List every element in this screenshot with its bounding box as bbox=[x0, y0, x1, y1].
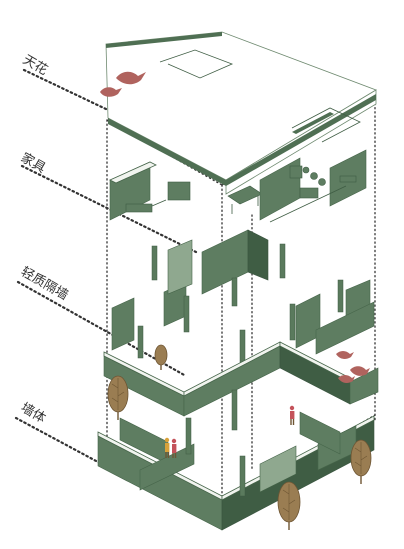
ceiling-plane-main bbox=[105, 31, 377, 181]
wall-pillar-c bbox=[231, 389, 238, 431]
layer-label-ceiling: 天花 bbox=[20, 52, 51, 79]
partition-pillar-g bbox=[137, 325, 144, 359]
partition-panel-back-a bbox=[167, 239, 193, 295]
furniture-table-right-a bbox=[299, 187, 319, 199]
wall-lower-inner-e bbox=[299, 411, 341, 455]
furniture-base-line bbox=[269, 185, 347, 223]
walls-layer bbox=[97, 301, 379, 531]
ceiling-layer bbox=[105, 31, 377, 195]
partition-panel-center-dark bbox=[247, 229, 269, 281]
bird-icon-right-b bbox=[350, 366, 370, 376]
tree-icon-small-center bbox=[154, 344, 168, 370]
wall-lower-inner-c bbox=[259, 445, 297, 493]
partition-pillar-d bbox=[279, 243, 286, 279]
partition-pillar-h bbox=[239, 329, 246, 365]
wall-upper-back-right bbox=[315, 301, 375, 355]
furniture-cabinet-left-top bbox=[109, 161, 157, 184]
ceiling-edge-front-right bbox=[226, 94, 376, 186]
ceiling-strip-right bbox=[292, 112, 334, 134]
furniture-stool-b bbox=[318, 178, 326, 186]
wall-upper-far-right bbox=[349, 367, 379, 405]
layer-label-partition: 轻质隔墙 bbox=[18, 264, 71, 303]
partition-panel-left-a bbox=[111, 297, 135, 351]
person-icon-couple bbox=[164, 437, 177, 458]
bird-icon-ceiling-a bbox=[116, 71, 146, 85]
bird-icon-group-right bbox=[336, 351, 370, 383]
wall-pillar-a bbox=[239, 455, 246, 497]
partition-pillar-c bbox=[231, 277, 238, 307]
ceiling-edge-back bbox=[106, 32, 222, 48]
wall-pillar-b bbox=[185, 417, 192, 455]
tree-icon-right bbox=[350, 439, 372, 484]
person-icon bbox=[164, 405, 295, 458]
furniture-chair-left bbox=[151, 199, 167, 207]
tree-icon-upper-left bbox=[107, 375, 129, 420]
furniture-table-right-b bbox=[289, 165, 303, 179]
partition-pillar-b bbox=[183, 295, 190, 333]
ceiling-step-line bbox=[159, 49, 234, 79]
bird-icon bbox=[100, 71, 146, 97]
furniture-desk-left bbox=[125, 203, 153, 213]
leader-line-furniture bbox=[20, 164, 198, 254]
layer-label-furniture: 家具 bbox=[18, 150, 49, 177]
partition-pillar-f bbox=[337, 279, 344, 313]
partition-pillar-a bbox=[151, 245, 158, 281]
tree-icon bbox=[107, 344, 372, 530]
bird-icon-right-c bbox=[338, 375, 355, 383]
tree-icon-bottom bbox=[277, 481, 301, 530]
furniture-layer bbox=[109, 149, 367, 223]
bird-icon-ceiling-b bbox=[100, 87, 122, 97]
partition-panel-center bbox=[201, 229, 249, 295]
furniture-shelf-back bbox=[167, 181, 191, 201]
ceiling-step-line-right bbox=[291, 107, 361, 143]
leader-line-ceiling bbox=[22, 68, 152, 132]
layer-label-walls: 墙体 bbox=[18, 400, 48, 426]
bird-icon-right-a bbox=[336, 351, 354, 359]
person-icon-single bbox=[289, 405, 295, 425]
ceiling-edge-front-left bbox=[108, 118, 226, 186]
furniture-tv-right bbox=[339, 175, 357, 183]
partition-pillar-e bbox=[289, 303, 296, 341]
furniture-stool-c bbox=[302, 166, 310, 174]
furniture-stool-a bbox=[310, 172, 318, 180]
